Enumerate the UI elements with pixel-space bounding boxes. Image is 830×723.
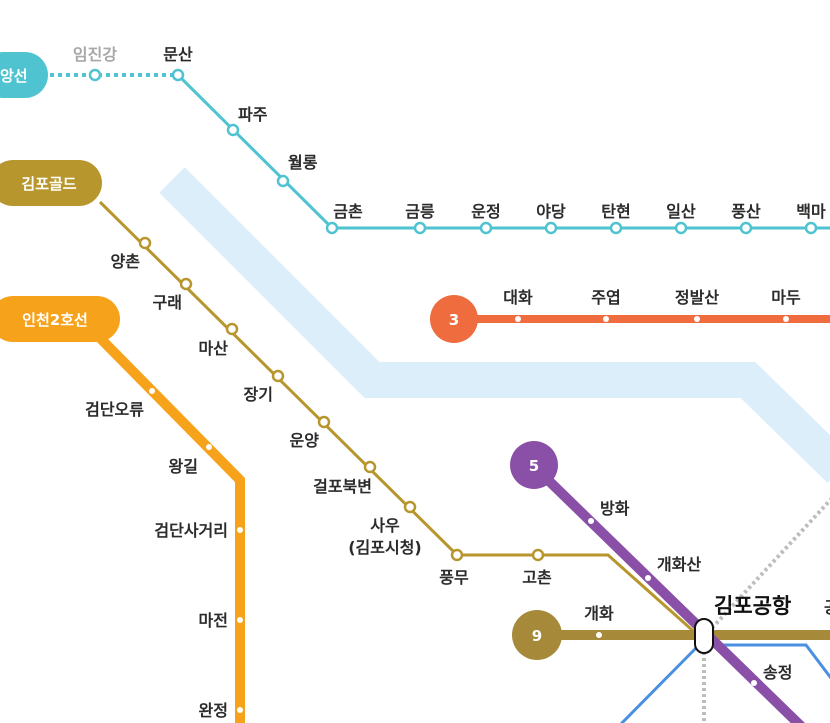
station-imjingang[interactable] (88, 68, 102, 82)
label-yangchon: 양촌 (111, 252, 141, 271)
label-pungmu: 풍무 (439, 568, 469, 587)
line9-badge-label: 9 (532, 627, 542, 645)
label-gurae: 구래 (153, 293, 182, 312)
label-banghwa: 방화 (600, 499, 630, 518)
station-unyang[interactable] (317, 415, 331, 429)
label-daehwa: 대화 (503, 288, 533, 307)
station-wanjeong[interactable] (237, 707, 243, 713)
station-gochon[interactable] (531, 548, 545, 562)
label-gimpo-airport: 김포공항 (714, 594, 791, 618)
label-imjingang: 임진강 (73, 45, 117, 64)
station-wanggil[interactable] (206, 444, 212, 450)
label-jeongbalsan: 정발산 (675, 288, 719, 307)
station-gaehwa[interactable] (596, 632, 602, 638)
label-masan: 마산 (199, 339, 229, 358)
line5-badge-label: 5 (529, 457, 539, 475)
airport-rail-e (712, 643, 830, 680)
line3-badge-label: 3 (449, 311, 459, 329)
label-janggi: 장기 (244, 385, 273, 404)
label-gaehwa: 개화 (584, 604, 614, 623)
gimpo-gold-line: 김포골드 양촌 구래 마산 장기 운양 걸포북변 사우 (김포시청) 풍무 고촌 (0, 160, 701, 639)
station-juyeop[interactable] (603, 316, 609, 322)
station-geumchon[interactable] (325, 221, 339, 235)
station-ilsan[interactable] (674, 221, 688, 235)
label-gochon: 고촌 (522, 568, 552, 587)
station-jeongbalsan[interactable] (694, 316, 700, 322)
label-juyeop: 주엽 (591, 288, 620, 307)
station-pungmu[interactable] (450, 548, 464, 562)
station-unjeong[interactable] (479, 221, 493, 235)
label-wanggil: 왕길 (169, 457, 198, 476)
label-geomdanoryu: 검단오류 (85, 400, 144, 419)
station-janggi[interactable] (271, 369, 285, 383)
gimpo-gold-badge-label: 김포골드 (21, 175, 76, 193)
station-yangchon[interactable] (138, 236, 152, 250)
han-river (159, 167, 830, 483)
label-majeon: 마전 (199, 611, 228, 630)
dotted-line-ne (710, 497, 830, 630)
label-geolpobukbyeon: 걸포북변 (313, 477, 372, 496)
line-3: 3 대화 주엽 정발산 마두 (430, 288, 830, 343)
station-geumneung[interactable] (413, 221, 427, 235)
station-wollong[interactable] (276, 174, 290, 188)
station-gaehwasan[interactable] (645, 575, 651, 581)
incheon2-badge[interactable] (0, 296, 120, 342)
label-wollong: 월롱 (288, 153, 318, 172)
station-sau[interactable] (403, 500, 417, 514)
station-majeon[interactable] (237, 617, 243, 623)
label-baengma: 백마 (796, 202, 826, 221)
label-sau: 사우 (370, 516, 400, 535)
station-madu[interactable] (783, 316, 789, 322)
station-masan[interactable] (225, 322, 239, 336)
station-daehwa[interactable] (515, 316, 521, 322)
gimpo-gold-badge[interactable] (0, 160, 102, 206)
station-gurae[interactable] (179, 277, 193, 291)
station-songjeong[interactable] (751, 680, 757, 686)
line3-badge[interactable] (430, 295, 478, 343)
station-gimpo-airport[interactable] (694, 618, 714, 654)
station-geomdanoryu[interactable] (149, 388, 155, 394)
line-5: 5 방화 개화산 송정 (510, 441, 805, 723)
label-pungsan: 풍산 (731, 202, 761, 221)
label-ilsan: 일산 (666, 202, 696, 221)
label-tanhyeon: 탄현 (601, 202, 630, 221)
label-unyang: 운양 (290, 431, 320, 450)
label-geomdansageori: 검단사거리 (154, 521, 228, 540)
label-unjeong: 운정 (471, 202, 500, 221)
incheon2-badge-label: 인천2호선 (22, 311, 88, 329)
airport-rail-sw (619, 644, 700, 723)
label-yadang: 야당 (536, 202, 566, 221)
label-next-partial: 공 (824, 598, 830, 617)
station-tanhyeon[interactable] (609, 221, 623, 235)
station-munsan[interactable] (171, 68, 185, 82)
label-geumchon: 금촌 (333, 202, 363, 221)
station-pungsan[interactable] (739, 221, 753, 235)
station-geomdansageori[interactable] (237, 527, 243, 533)
gyeongui-line: 앙선 임진강 문산 파주 월롱 금촌 금릉 운정 야당 탄현 일산 풍산 백마 (0, 45, 830, 235)
station-baengma[interactable] (804, 221, 818, 235)
station-paju[interactable] (226, 123, 240, 137)
incheon2-line: 인천2호선 검단오류 왕길 검단사거리 마전 완정 (0, 296, 245, 723)
station-geolpobukbyeon[interactable] (363, 460, 377, 474)
station-yadang[interactable] (544, 221, 558, 235)
line9-badge[interactable] (512, 610, 562, 660)
label-geumneung: 금릉 (405, 202, 435, 221)
label-sau-sub: (김포시청) (348, 538, 422, 557)
label-paju: 파주 (238, 105, 268, 124)
label-madu: 마두 (771, 288, 801, 307)
label-gaehwasan: 개화산 (657, 555, 701, 574)
gyeongui-badge-label: 앙선 (0, 67, 28, 85)
label-wanjeong: 완정 (199, 701, 228, 720)
label-songjeong: 송정 (763, 663, 792, 682)
line5-badge[interactable] (510, 441, 558, 489)
label-munsan: 문산 (163, 45, 193, 64)
station-banghwa[interactable] (588, 518, 594, 524)
gyeongui-badge[interactable] (0, 52, 48, 98)
